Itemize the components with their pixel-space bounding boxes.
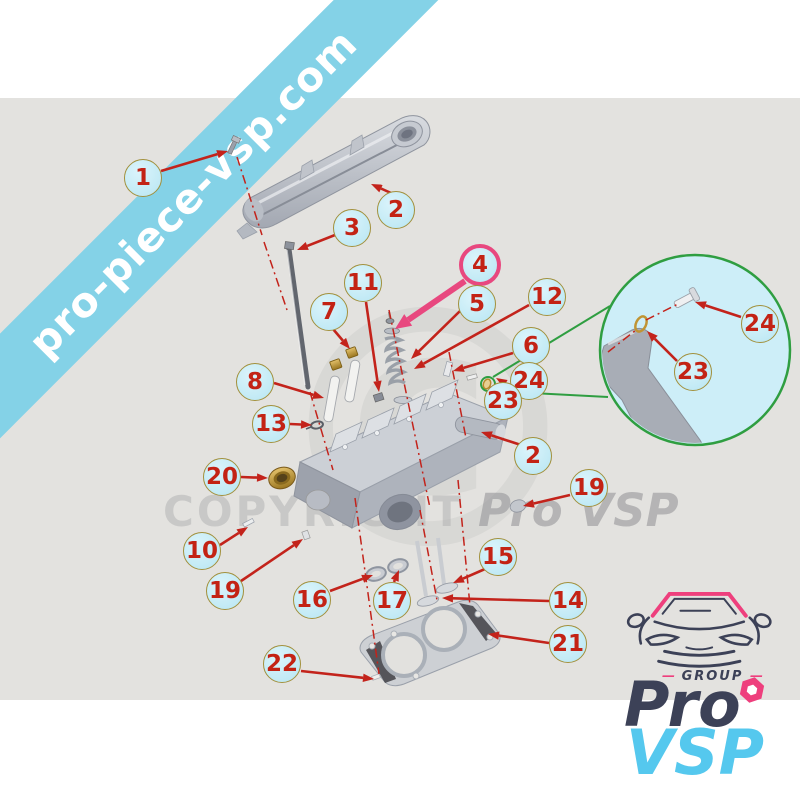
leader-arrow [411, 310, 461, 359]
callout-23: 23 [674, 353, 712, 391]
callout-20: 20 [203, 458, 241, 496]
leader-arrow [395, 278, 467, 329]
leader-arrow [240, 539, 303, 583]
callout-19: 19 [206, 572, 244, 610]
leader-arrow [300, 669, 374, 682]
callout-19: 19 [570, 469, 608, 507]
leader-arrow [240, 473, 268, 482]
leader-arrow [453, 351, 514, 372]
dowel-pin-part [242, 517, 255, 528]
centerline [236, 156, 263, 236]
callout-17: 17 [373, 582, 411, 620]
cover-bolt-part [227, 134, 242, 155]
callout-13: 13 [252, 405, 290, 443]
valve-seat-part [365, 558, 409, 582]
leader-arrow [332, 328, 350, 349]
centerline [607, 329, 637, 353]
cylinder-head-part [293, 379, 510, 531]
logo-nut-icon [739, 677, 765, 703]
leader-arrow [219, 527, 248, 547]
callout-24: 24 [741, 305, 779, 343]
magnifier-detail [598, 253, 792, 447]
centerline [388, 309, 431, 509]
logo-pro-text: Pro [624, 668, 741, 741]
callout-4: 4 [459, 244, 501, 286]
centerline [309, 391, 334, 471]
callout-11: 11 [344, 264, 382, 302]
callout-23: 23 [484, 382, 522, 420]
magnifier-link-line [492, 305, 611, 378]
leader-arrow [289, 420, 312, 429]
leader-arrow [297, 233, 336, 250]
callout-10: 10 [183, 532, 221, 570]
core-plug-part [509, 499, 527, 513]
centerline [457, 479, 471, 607]
leader-arrow [695, 301, 742, 319]
leader-arrow [390, 570, 399, 583]
oil-seal-part [268, 466, 296, 490]
logo-group-label: — GROUP — [662, 669, 763, 684]
centerline [645, 302, 681, 321]
callout-15: 15 [479, 538, 517, 576]
leader-arrow [329, 574, 373, 593]
callout-2: 2 [514, 437, 552, 475]
leader-arrow [647, 331, 678, 362]
callout-12: 12 [528, 278, 566, 316]
leader-arrow [160, 150, 228, 173]
callout-22: 22 [263, 645, 301, 683]
callout-21: 21 [549, 625, 587, 663]
leader-arrow [442, 594, 550, 603]
callout-3: 3 [333, 209, 371, 247]
stud-nut-part [372, 392, 385, 403]
head-stud-part [284, 241, 311, 390]
retainer-clip-part [305, 420, 324, 430]
leader-arrow [364, 301, 382, 392]
logo-vsp-text: VSP [626, 716, 765, 789]
leader-arrow [488, 631, 550, 645]
callout-8: 8 [236, 363, 274, 401]
callout-1: 1 [124, 159, 162, 197]
brass-nut-part [329, 346, 359, 371]
leader-arrow [273, 381, 324, 399]
valve-cover-part [236, 115, 431, 240]
leader-arrow [414, 303, 530, 369]
valve-collet-part [301, 529, 311, 541]
callout-6: 6 [512, 327, 550, 365]
leader-arrow [481, 431, 522, 447]
callout-14: 14 [549, 582, 587, 620]
callout-5: 5 [458, 285, 496, 323]
small-stud-part [442, 361, 454, 377]
callout-16: 16 [293, 581, 331, 619]
callout-7: 7 [310, 293, 348, 331]
centerline [448, 351, 467, 439]
spacer-sleeve-part [323, 359, 361, 423]
leader-arrow [523, 493, 571, 508]
small-screw-part [466, 373, 478, 381]
valves-part [415, 537, 459, 607]
centerline [419, 509, 438, 601]
head-gasket-part [359, 599, 501, 687]
callout-24: 24 [510, 362, 548, 400]
magnified-clip-part [634, 315, 648, 333]
centerline [263, 241, 288, 311]
leader-arrow [453, 567, 486, 583]
callout-2: 2 [377, 191, 415, 229]
